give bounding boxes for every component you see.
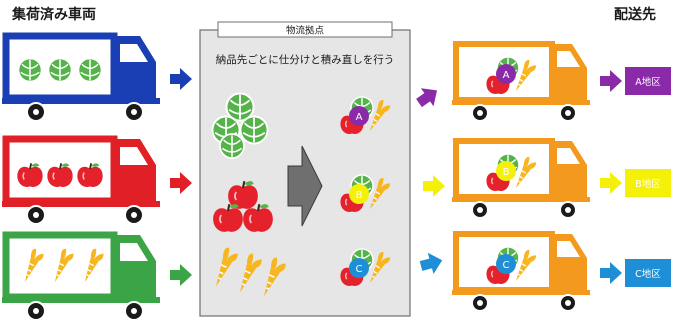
arrow-right-icon	[423, 175, 445, 197]
sorting-arrow-icon	[287, 145, 323, 227]
incoming-truck-carrot	[2, 231, 160, 321]
svg-text:C: C	[503, 260, 510, 271]
badge-icon	[496, 64, 516, 84]
destination-heading: 配送先	[614, 6, 656, 23]
arrow-right-icon	[170, 264, 192, 286]
incoming-truck-apple	[2, 135, 160, 225]
destination-b: B地区	[600, 169, 671, 197]
svg-text:B: B	[356, 190, 363, 201]
badge-icon	[496, 161, 516, 181]
badge-icon	[349, 258, 369, 278]
sorted-group-a: A	[340, 97, 391, 134]
badge-icon	[496, 254, 516, 274]
svg-text:C: C	[356, 264, 363, 275]
outgoing-truck-b: B	[452, 138, 590, 219]
destination-label: B地区	[635, 178, 661, 190]
incoming-truck-cabbage	[2, 32, 160, 122]
svg-text:B: B	[503, 167, 510, 178]
arrow-right-icon	[600, 70, 622, 92]
svg-text:A: A	[503, 70, 510, 81]
destination-c: C地区	[600, 259, 671, 287]
svg-text:A: A	[356, 112, 363, 123]
destination-label: A地区	[635, 76, 661, 88]
cabbage-icon	[47, 57, 73, 83]
cabbage-icon	[17, 57, 43, 83]
badge-icon	[349, 106, 369, 126]
badge-icon	[349, 184, 369, 204]
sorted-group-c: C	[340, 249, 391, 286]
arrow-right-icon	[600, 262, 622, 284]
arrow-right-icon	[418, 249, 446, 277]
destination-a: A地区	[600, 67, 671, 95]
arrow-right-icon	[170, 172, 192, 194]
outgoing-truck-a: A	[452, 41, 590, 122]
cabbage-icon	[77, 57, 103, 83]
arrow-right-icon	[412, 81, 444, 113]
arrow-right-icon	[600, 172, 622, 194]
outgoing-truck-c: C	[452, 231, 590, 312]
incoming-heading: 集荷済み車両	[11, 6, 96, 23]
sorted-group-b: B	[340, 175, 391, 212]
hub-caption: 納品先ごとに仕分けと積み直しを行う	[216, 53, 395, 66]
hub-title: 物流拠点	[286, 25, 325, 37]
arrow-right-icon	[170, 68, 192, 90]
logistics-hub: 物流拠点 納品先ごとに仕分けと積み直しを行う A	[199, 21, 411, 317]
destination-label: C地区	[635, 268, 661, 280]
